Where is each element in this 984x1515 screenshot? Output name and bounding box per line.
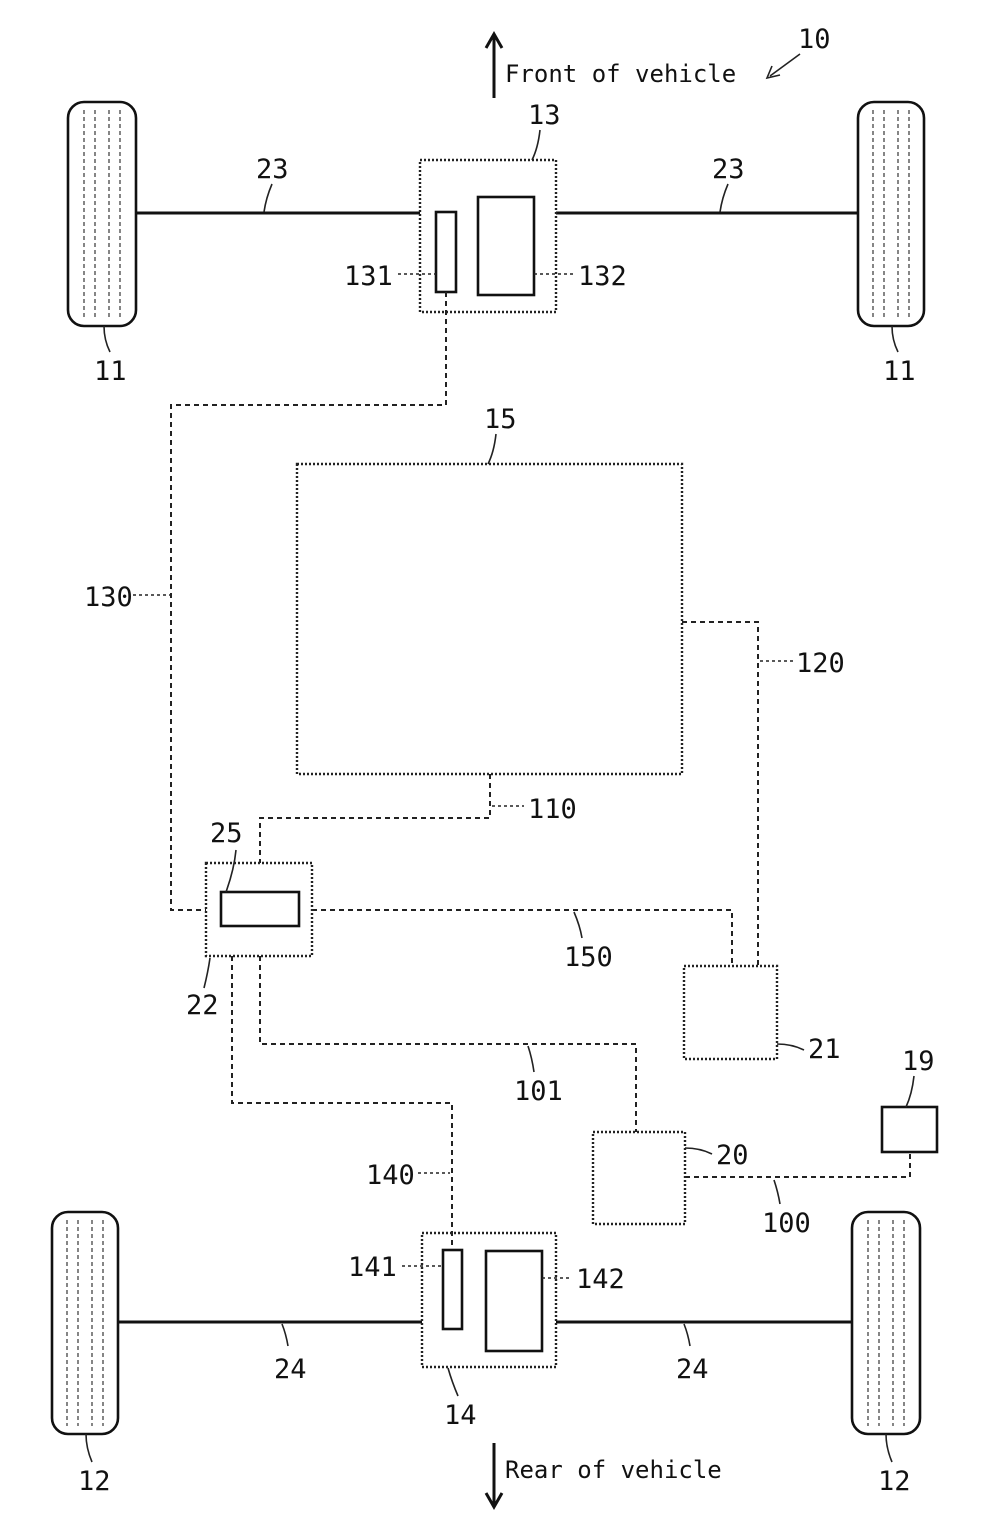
front-left-wheel xyxy=(68,102,136,326)
axle-24-right-label: 24 xyxy=(676,1354,709,1385)
unit-14-leader xyxy=(448,1368,458,1396)
wheel-11-right-leader xyxy=(892,326,898,352)
wheel-12-left-leader xyxy=(86,1434,92,1462)
leader-21 xyxy=(777,1044,804,1050)
label-131: 131 xyxy=(344,261,393,292)
axle-23-left-leader xyxy=(264,184,272,212)
line-120 xyxy=(682,622,758,966)
rear-of-vehicle-label: Rear of vehicle xyxy=(505,1456,722,1484)
label-19: 19 xyxy=(902,1046,935,1077)
front-unit-13 xyxy=(420,160,556,312)
box-20 xyxy=(593,1132,685,1224)
leader-100 xyxy=(774,1180,780,1204)
axle-24-left-label: 24 xyxy=(274,1354,307,1385)
component-142 xyxy=(486,1251,542,1351)
block-15-leader xyxy=(488,434,496,464)
ref-10-label: 10 xyxy=(798,24,831,55)
axle-23-right-leader xyxy=(720,184,728,212)
wheel-12-right-label: 12 xyxy=(878,1466,911,1497)
central-block-15 xyxy=(297,464,682,774)
label-150: 150 xyxy=(564,942,613,973)
unit-13-leader xyxy=(532,130,540,160)
axle-23-left-label: 23 xyxy=(256,154,289,185)
label-110: 110 xyxy=(528,794,577,825)
leader-150 xyxy=(574,912,582,938)
label-130: 130 xyxy=(84,582,133,613)
unit-13-label: 13 xyxy=(528,100,561,131)
box-19 xyxy=(882,1107,937,1152)
line-101 xyxy=(260,956,636,1132)
component-131 xyxy=(436,212,456,292)
box-21 xyxy=(684,966,777,1059)
label-132: 132 xyxy=(578,261,627,292)
wheel-12-right-leader xyxy=(886,1434,892,1462)
label-142: 142 xyxy=(576,1264,625,1295)
line-110 xyxy=(260,774,490,863)
label-21: 21 xyxy=(808,1034,841,1065)
front-of-vehicle-label: Front of vehicle xyxy=(505,60,736,88)
axle-23-right-label: 23 xyxy=(712,154,745,185)
label-100: 100 xyxy=(762,1208,811,1239)
block-15-label: 15 xyxy=(484,404,517,435)
rear-arrow xyxy=(486,1443,502,1507)
wheel-11-left-leader xyxy=(104,326,110,352)
wheel-11-left-label: 11 xyxy=(94,356,127,387)
axle-24-right-leader xyxy=(684,1324,690,1346)
component-132 xyxy=(478,197,534,295)
line-150 xyxy=(312,910,732,966)
label-140: 140 xyxy=(366,1160,415,1191)
wheel-11-right-label: 11 xyxy=(883,356,916,387)
leader-25 xyxy=(226,850,236,892)
line-140 xyxy=(232,956,452,1250)
ref-10-arrow xyxy=(767,54,800,78)
label-101: 101 xyxy=(514,1076,563,1107)
label-20: 20 xyxy=(716,1140,749,1171)
label-141: 141 xyxy=(348,1252,397,1283)
rear-right-wheel xyxy=(852,1212,920,1434)
axle-24-left-leader xyxy=(282,1324,288,1346)
label-120: 120 xyxy=(796,648,845,679)
leader-22 xyxy=(204,958,210,988)
unit-14-label: 14 xyxy=(444,1400,477,1431)
front-right-wheel xyxy=(858,102,924,326)
leader-20 xyxy=(685,1148,712,1154)
label-25: 25 xyxy=(210,818,243,849)
wheel-12-left-label: 12 xyxy=(78,1466,111,1497)
label-22: 22 xyxy=(186,990,219,1021)
leader-19 xyxy=(906,1076,914,1107)
component-141 xyxy=(443,1250,462,1329)
leader-101 xyxy=(528,1046,534,1072)
inner-box-25 xyxy=(221,892,299,926)
rear-left-wheel xyxy=(52,1212,118,1434)
front-arrow xyxy=(486,34,502,98)
